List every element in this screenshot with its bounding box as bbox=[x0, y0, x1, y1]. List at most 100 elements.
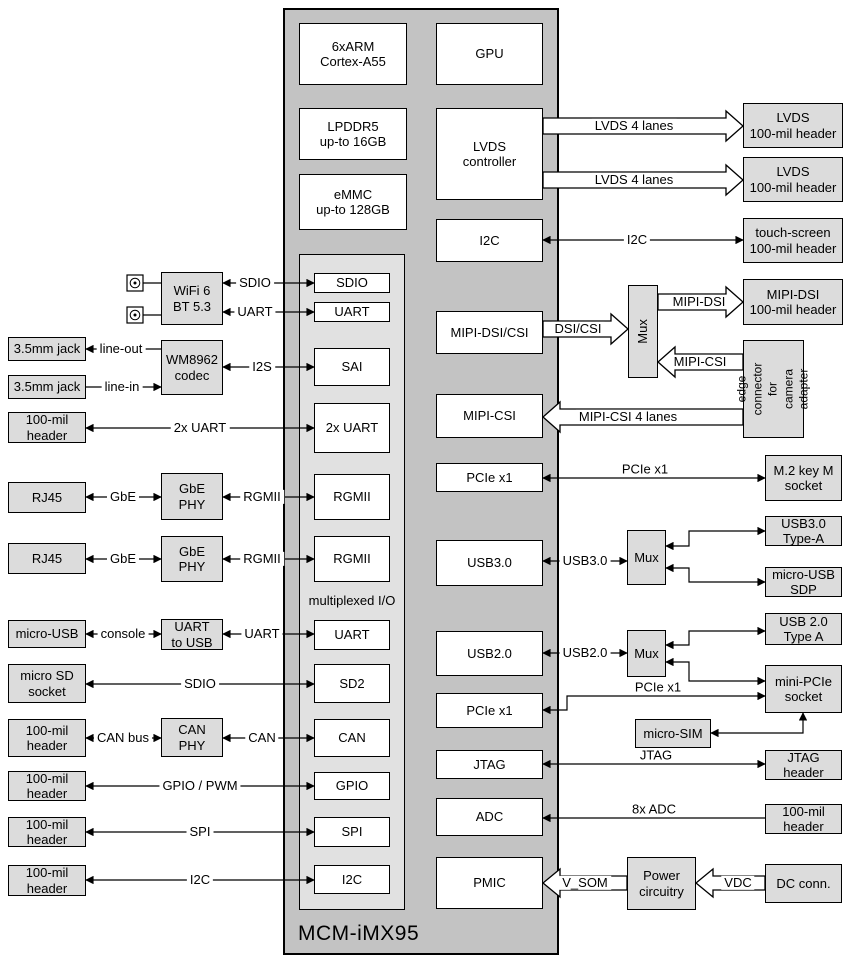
camera-edge-connector-label: edge connector for camera adapter bbox=[734, 362, 811, 416]
block-arm-cores: 6xARM Cortex-A55 bbox=[299, 23, 407, 85]
io-uart-1: UART bbox=[314, 302, 390, 322]
m2-key-m-socket: M.2 key M socket bbox=[765, 455, 842, 501]
conn-label-i2s: I2S bbox=[249, 359, 275, 375]
io-rgmii-1: RGMII bbox=[314, 474, 390, 520]
conn-label-gbe-1: GbE bbox=[106, 489, 140, 505]
block-adc: ADC bbox=[436, 798, 543, 836]
conn-label-console: console bbox=[97, 626, 149, 642]
header-spi: 100-mil header bbox=[8, 817, 86, 847]
dc-connector: DC conn. bbox=[765, 864, 842, 903]
conn-label-i2c-touch: I2C bbox=[623, 232, 651, 248]
io-sai: SAI bbox=[314, 348, 390, 386]
block-usb3: USB3.0 bbox=[436, 540, 543, 586]
conn-label-line-out: line-out bbox=[96, 341, 146, 357]
header-adc: 100-mil header bbox=[765, 804, 842, 834]
micro-usb-console: micro-USB bbox=[8, 620, 86, 648]
block-pcie-x1-b: PCIe x1 bbox=[436, 693, 543, 728]
gbe-phy-2: GbE PHY bbox=[161, 536, 223, 582]
micro-sim: micro-SIM bbox=[635, 719, 711, 748]
io-2x-uart: 2x UART bbox=[314, 403, 390, 453]
gbe-phy-1: GbE PHY bbox=[161, 473, 223, 520]
mux-usb3: Mux bbox=[627, 530, 666, 585]
conn-label-lvds-2: LVDS 4 lanes bbox=[591, 172, 677, 188]
lvds-header-2: LVDS 100-mil header bbox=[743, 157, 843, 202]
conn-mini-pcie-sim bbox=[710, 712, 808, 738]
header-i2c: 100-mil header bbox=[8, 865, 86, 896]
io-can: CAN bbox=[314, 719, 390, 757]
conn-mux-usb3-type-a bbox=[665, 526, 766, 551]
mux-dsi-csi-label: Mux bbox=[634, 319, 650, 344]
conn-label-8x-adc: 8x ADC bbox=[631, 801, 677, 817]
block-usb2: USB2.0 bbox=[436, 631, 543, 676]
conn-label-line-in: line-in bbox=[101, 379, 143, 395]
header-2x-uart: 100-mil header bbox=[8, 412, 86, 443]
conn-label-usb2: USB2.0 bbox=[559, 645, 611, 661]
conn-label-can: CAN bbox=[245, 730, 279, 746]
wifi-bt-module: WiFi 6 BT 5.3 bbox=[161, 272, 223, 325]
io-spi: SPI bbox=[314, 817, 390, 847]
mux-usb2: Mux bbox=[627, 630, 666, 677]
io-rgmii-2: RGMII bbox=[314, 536, 390, 582]
micro-sd-socket: micro SD socket bbox=[8, 664, 86, 703]
conn-mux-usb2-mini-pcie bbox=[665, 657, 766, 686]
block-gpu: GPU bbox=[436, 23, 543, 85]
conn-label-mipi-csi-4lanes: MIPI-CSI 4 lanes bbox=[575, 409, 681, 425]
conn-label-vdc: VDC bbox=[721, 875, 755, 891]
antenna-icon-1 bbox=[126, 274, 144, 292]
conn-label-uart-wifi: UART bbox=[234, 304, 276, 320]
mini-pcie-socket: mini-PCIe socket bbox=[765, 665, 842, 713]
micro-usb-sdp: micro-USB SDP bbox=[765, 567, 842, 597]
conn-label-usb3: USB3.0 bbox=[559, 553, 611, 569]
conn-pcie-mini bbox=[542, 691, 766, 715]
mux-dsi-csi: Mux bbox=[628, 285, 658, 378]
mipi-dsi-header: MIPI-DSI 100-mil header bbox=[743, 279, 843, 325]
multiplexed-io-label: multiplexed I/O bbox=[308, 593, 396, 608]
conn-label-can-bus: CAN bus bbox=[93, 730, 153, 746]
conn-label-mipi-dsi: MIPI-DSI bbox=[669, 294, 729, 310]
conn-label-sdio-wifi: SDIO bbox=[236, 275, 274, 291]
jack-line-in: 3.5mm jack bbox=[8, 375, 86, 399]
conn-mux-usb3-sdp bbox=[665, 563, 766, 587]
conn-label-2x-uart: 2x UART bbox=[170, 420, 230, 436]
io-sdio: SDIO bbox=[314, 273, 390, 293]
conn-label-pcie-mini: PCIe x1 bbox=[634, 679, 682, 695]
block-pmic: PMIC bbox=[436, 857, 543, 909]
rj45-2: RJ45 bbox=[8, 543, 86, 574]
audio-codec: WM8962 codec bbox=[161, 340, 223, 395]
conn-label-mipi-csi: MIPI-CSI bbox=[670, 354, 730, 370]
conn-label-dsi-csi: DSI/CSI bbox=[551, 321, 605, 337]
block-lpddr5: LPDDR5 up-to 16GB bbox=[299, 108, 407, 160]
header-can: 100-mil header bbox=[8, 719, 86, 757]
io-i2c: I2C bbox=[314, 865, 390, 894]
can-phy: CAN PHY bbox=[161, 718, 223, 757]
conn-label-gbe-2: GbE bbox=[106, 551, 140, 567]
block-i2c: I2C bbox=[436, 219, 543, 262]
uart-to-usb: UART to USB bbox=[161, 619, 223, 650]
jack-line-out: 3.5mm jack bbox=[8, 337, 86, 361]
conn-label-pcie-m2: PCIe x1 bbox=[621, 461, 669, 477]
conn-label-gpio-pwm: GPIO / PWM bbox=[159, 778, 241, 794]
touchscreen-header: touch-screen 100-mil header bbox=[743, 218, 843, 263]
block-jtag: JTAG bbox=[436, 750, 543, 779]
camera-edge-connector: edge connector for camera adapter bbox=[735, 340, 811, 438]
conn-mux-usb2-type-a bbox=[665, 626, 766, 650]
block-pcie-x1-a: PCIe x1 bbox=[436, 463, 543, 492]
antenna-icon-2 bbox=[126, 306, 144, 324]
header-gpio: 100-mil header bbox=[8, 771, 86, 801]
usb3-type-a: USB3.0 Type-A bbox=[765, 516, 842, 546]
conn-label-uart-usb: UART bbox=[241, 626, 283, 642]
block-lvds-controller: LVDS controller bbox=[436, 108, 543, 200]
conn-label-lvds-1: LVDS 4 lanes bbox=[591, 118, 677, 134]
io-gpio: GPIO bbox=[314, 772, 390, 800]
conn-label-rgmii-1: RGMII bbox=[240, 489, 284, 505]
lvds-header-1: LVDS 100-mil header bbox=[743, 103, 843, 148]
block-emmc: eMMC up-to 128GB bbox=[299, 174, 407, 230]
io-sd2: SD2 bbox=[314, 664, 390, 703]
power-circuitry: Power circuitry bbox=[627, 857, 696, 910]
conn-label-v-som: V_SOM bbox=[559, 875, 611, 891]
usb2-type-a: USB 2.0 Type A bbox=[765, 613, 842, 645]
conn-label-i2c-left: I2C bbox=[186, 872, 214, 888]
conn-label-jtag: JTAG bbox=[639, 747, 673, 763]
block-mipi-csi: MIPI-CSI bbox=[436, 394, 543, 438]
